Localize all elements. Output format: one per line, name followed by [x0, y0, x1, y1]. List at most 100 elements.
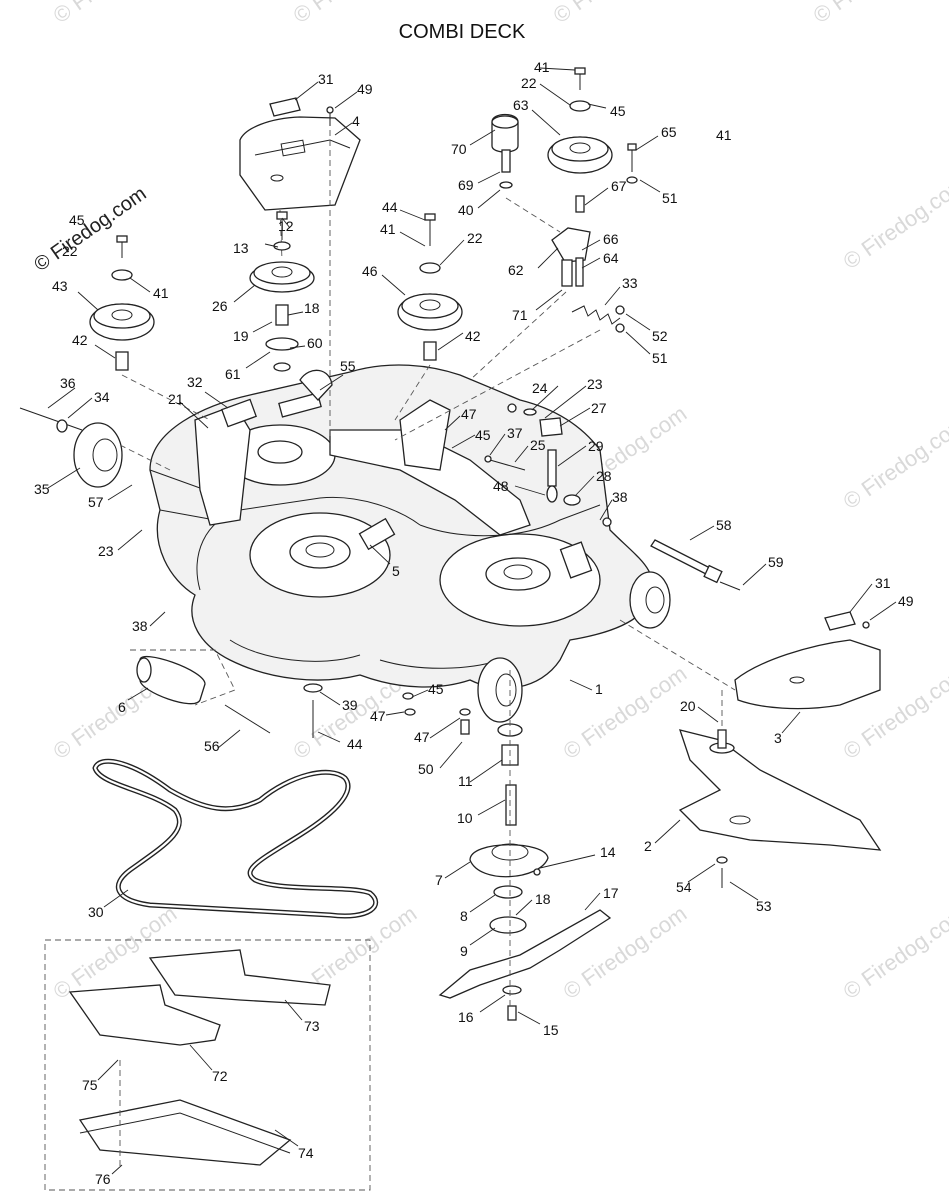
rear-axle-rod: [650, 539, 741, 591]
callout-number: 59: [768, 554, 784, 570]
callout-number: 39: [342, 697, 358, 713]
mulch-kit-inset: [44, 939, 371, 1191]
callout-number: 72: [212, 1068, 228, 1084]
callout-number: 54: [676, 879, 692, 895]
callout-number: 40: [458, 202, 474, 218]
callout-number: 18: [535, 891, 551, 907]
callout-number: 57: [88, 494, 104, 510]
idler-pulley-stack-far-left: [89, 235, 211, 421]
callout-number: 63: [513, 97, 529, 113]
callout-number: 31: [875, 575, 891, 591]
callout-number: 14: [600, 844, 616, 860]
callout-number: 56: [204, 738, 220, 754]
callout-number: 34: [94, 389, 110, 405]
callout-number: 13: [233, 240, 249, 256]
callout-number: 5: [392, 563, 400, 579]
callout-number: 47: [461, 406, 477, 422]
callout-number: 70: [451, 141, 467, 157]
watermark-text: © Firedog.com: [49, 0, 182, 28]
callout-number: 75: [82, 1077, 98, 1093]
callout-number: 36: [60, 375, 76, 391]
callout-number: 44: [347, 736, 363, 752]
callout-number: 47: [370, 708, 386, 724]
belt-cover-left: [239, 97, 361, 440]
callout-number: 10: [457, 810, 473, 826]
callout-number: 23: [587, 376, 603, 392]
callout-number: 66: [603, 231, 619, 247]
callout-number: 17: [603, 885, 619, 901]
callout-number: 27: [591, 400, 607, 416]
gauge-wheel-left: [19, 407, 171, 488]
callout-number: 49: [357, 81, 373, 97]
diagram-title: COMBI DECK: [399, 21, 526, 43]
callout-number: 1: [595, 681, 603, 697]
spindle-blade-assembly-center: [438, 670, 612, 1021]
callout-number: 22: [467, 230, 483, 246]
callout-number: 26: [212, 298, 228, 314]
callout-number: 11: [458, 773, 473, 789]
callout-number: 32: [187, 374, 203, 390]
callout-number: 67: [611, 178, 627, 194]
callout-number: 45: [610, 103, 626, 119]
callout-number: 47: [414, 729, 430, 745]
callout-number: 31: [318, 71, 334, 87]
watermark-text: © Firedog.com: [839, 171, 949, 274]
callout-number: 62: [508, 262, 524, 278]
callout-number: 22: [521, 75, 537, 91]
watermark-text: © Firedog.com: [559, 901, 692, 1004]
misc-bottom-parts: [130, 649, 471, 738]
callout-number: 41: [380, 221, 396, 237]
callout-number: 42: [465, 328, 481, 344]
watermark-text: © Firedog.com: [839, 411, 949, 514]
callout-number: 74: [298, 1145, 314, 1161]
callout-labels: 31 49 4 41 22 45 63 70 65 41 69 67 51 40…: [34, 59, 914, 1187]
callout-number: 29: [588, 438, 604, 454]
idler-pulley-stack-center: [394, 213, 463, 421]
callout-number: 51: [652, 350, 668, 366]
callout-number: 19: [233, 328, 249, 344]
deck-housing: [149, 364, 671, 723]
callout-number: 18: [304, 300, 320, 316]
callout-number: 20: [680, 698, 696, 714]
callout-number: 45: [428, 681, 444, 697]
belt-cover-right: [619, 611, 881, 710]
callout-number: 51: [662, 190, 678, 206]
callout-number: 22: [62, 243, 78, 259]
watermark-text: © Firedog.com: [809, 0, 942, 28]
callout-number: 45: [475, 427, 491, 443]
callout-number: 21: [168, 391, 184, 407]
callout-number: 9: [460, 943, 468, 959]
callout-number: 64: [603, 250, 619, 266]
callout-number: 46: [362, 263, 378, 279]
callout-number: 55: [340, 358, 356, 374]
callout-number: 73: [304, 1018, 320, 1034]
callout-number: 15: [543, 1022, 559, 1038]
callout-number: 41: [534, 59, 550, 75]
callout-number: 24: [532, 380, 548, 396]
callout-number: 42: [72, 332, 88, 348]
callout-number: 4: [352, 113, 360, 129]
callout-number: 12: [278, 218, 294, 234]
callout-number: 23: [98, 543, 114, 559]
callout-number: 41: [153, 285, 169, 301]
callout-number: 7: [435, 872, 443, 888]
callout-number: 45: [69, 212, 85, 228]
callout-number: 50: [418, 761, 434, 777]
callout-number: 49: [898, 593, 914, 609]
height-adjust-linkage: [484, 403, 612, 527]
callout-number: 16: [458, 1009, 474, 1025]
callout-number: 8: [460, 908, 468, 924]
watermark-text: © Firedog.com: [559, 661, 692, 764]
callout-number: 61: [225, 366, 241, 382]
callout-number: 69: [458, 177, 474, 193]
callout-number: 71: [512, 307, 528, 323]
idler-pulley-stack-left: [249, 211, 333, 401]
callout-number: 65: [661, 124, 677, 140]
drive-belt: [92, 758, 379, 919]
callout-number: 48: [493, 478, 509, 494]
callout-number: 53: [756, 898, 772, 914]
callout-number: 25: [530, 437, 546, 453]
callout-number: 35: [34, 481, 50, 497]
